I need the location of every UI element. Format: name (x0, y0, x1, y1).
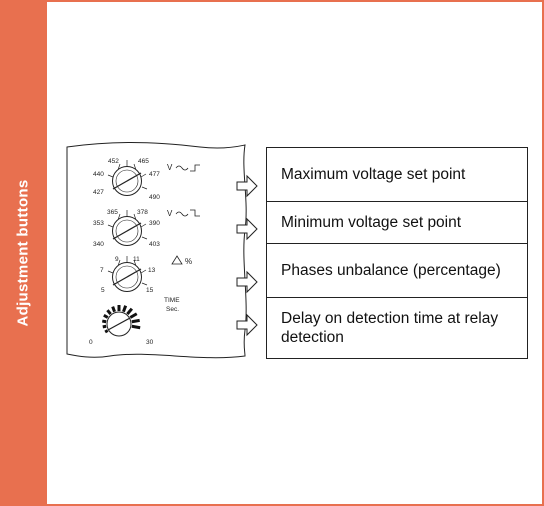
dial-scale-label: 13 (148, 267, 156, 274)
dial-scale-label: 365 (107, 209, 118, 216)
dial-scale-label: 11 (133, 256, 140, 263)
dial-scale-label: 427 (93, 189, 104, 196)
dial-scale-label: 378 (137, 209, 148, 216)
unbalance-dial[interactable]: 9 11 7 13 5 15 % (100, 255, 192, 294)
time-unit-label: Sec. (166, 306, 179, 313)
max-voltage-dial[interactable]: 452 465 440 477 427 490 V (93, 158, 200, 201)
dial-scale-label: 30 (146, 339, 154, 346)
dial-scale-label: 390 (149, 220, 160, 227)
svg-text:V: V (167, 209, 173, 218)
time-dial-ticks (101, 305, 141, 334)
phase-unbalance-icon: % (171, 255, 192, 266)
device-panel (66, 142, 247, 359)
min-voltage-dial[interactable]: 365 378 353 390 340 403 V (93, 209, 200, 248)
description-phase-unbalance: Phases unbalance (percentage) (266, 243, 528, 298)
dial-scale-label: 0 (89, 339, 93, 346)
over-voltage-icon: V (167, 163, 200, 172)
arrow-icon (236, 270, 258, 294)
arrow-icon (236, 217, 258, 241)
dial-scale-label: 7 (100, 267, 104, 274)
description-max-voltage: Maximum voltage set point (266, 147, 528, 202)
arrow-icon (236, 313, 258, 337)
dial-scale-label: 9 (115, 256, 119, 263)
svg-text:V: V (167, 163, 173, 172)
dial-scale-label: 465 (138, 158, 149, 165)
time-dial[interactable]: 0 30 TIME Sec. (89, 297, 180, 346)
time-dial-tick (103, 313, 109, 319)
time-dial-tick (102, 324, 107, 329)
time-dial-tick (104, 329, 109, 334)
dial-scale-label: 452 (108, 158, 119, 165)
description-min-voltage: Minimum voltage set point (266, 201, 528, 244)
dial-scale-label: 340 (93, 241, 104, 248)
under-voltage-icon: V (167, 209, 200, 218)
side-tab: Adjustment buttons (0, 0, 47, 506)
svg-text:%: % (185, 257, 192, 266)
time-dial-tick (101, 319, 107, 324)
description-delay-time: Delay on detection time at relay detecti… (266, 297, 528, 359)
time-dial-tick (126, 307, 134, 316)
dial-scale-label: 5 (101, 287, 105, 294)
dial-scale-label: 440 (93, 171, 104, 178)
time-label: TIME (164, 297, 180, 304)
time-dial-tick (111, 306, 116, 313)
dial-scale-label: 490 (149, 194, 160, 201)
time-dial-tick (131, 318, 140, 324)
time-dial-tick (129, 312, 138, 319)
dial-scale-label: 15 (146, 287, 154, 294)
dial-scale-label: 403 (149, 241, 160, 248)
dial-scale-label: 353 (93, 220, 104, 227)
time-dial-tick (106, 309, 112, 316)
time-dial-tick (131, 324, 141, 330)
dial-scale-label: 477 (149, 171, 160, 178)
arrow-icon (236, 174, 258, 198)
time-dial-tick (122, 305, 128, 313)
